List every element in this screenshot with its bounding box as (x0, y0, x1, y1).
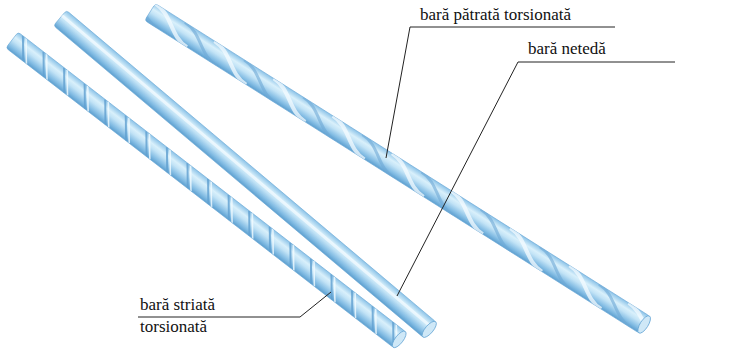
striated-bar (0, 20, 429, 364)
part-label: bară netedă (528, 38, 606, 60)
leader-line (386, 27, 410, 158)
part-label: bară striată torsionată (140, 294, 250, 338)
leader-line (397, 62, 518, 296)
part-label: bară pătrată torsionată (420, 4, 571, 26)
smooth-bar (54, 10, 439, 339)
underline (518, 62, 675, 63)
underline (410, 27, 615, 28)
square-bar (85, 0, 733, 364)
leader-line (300, 292, 331, 317)
